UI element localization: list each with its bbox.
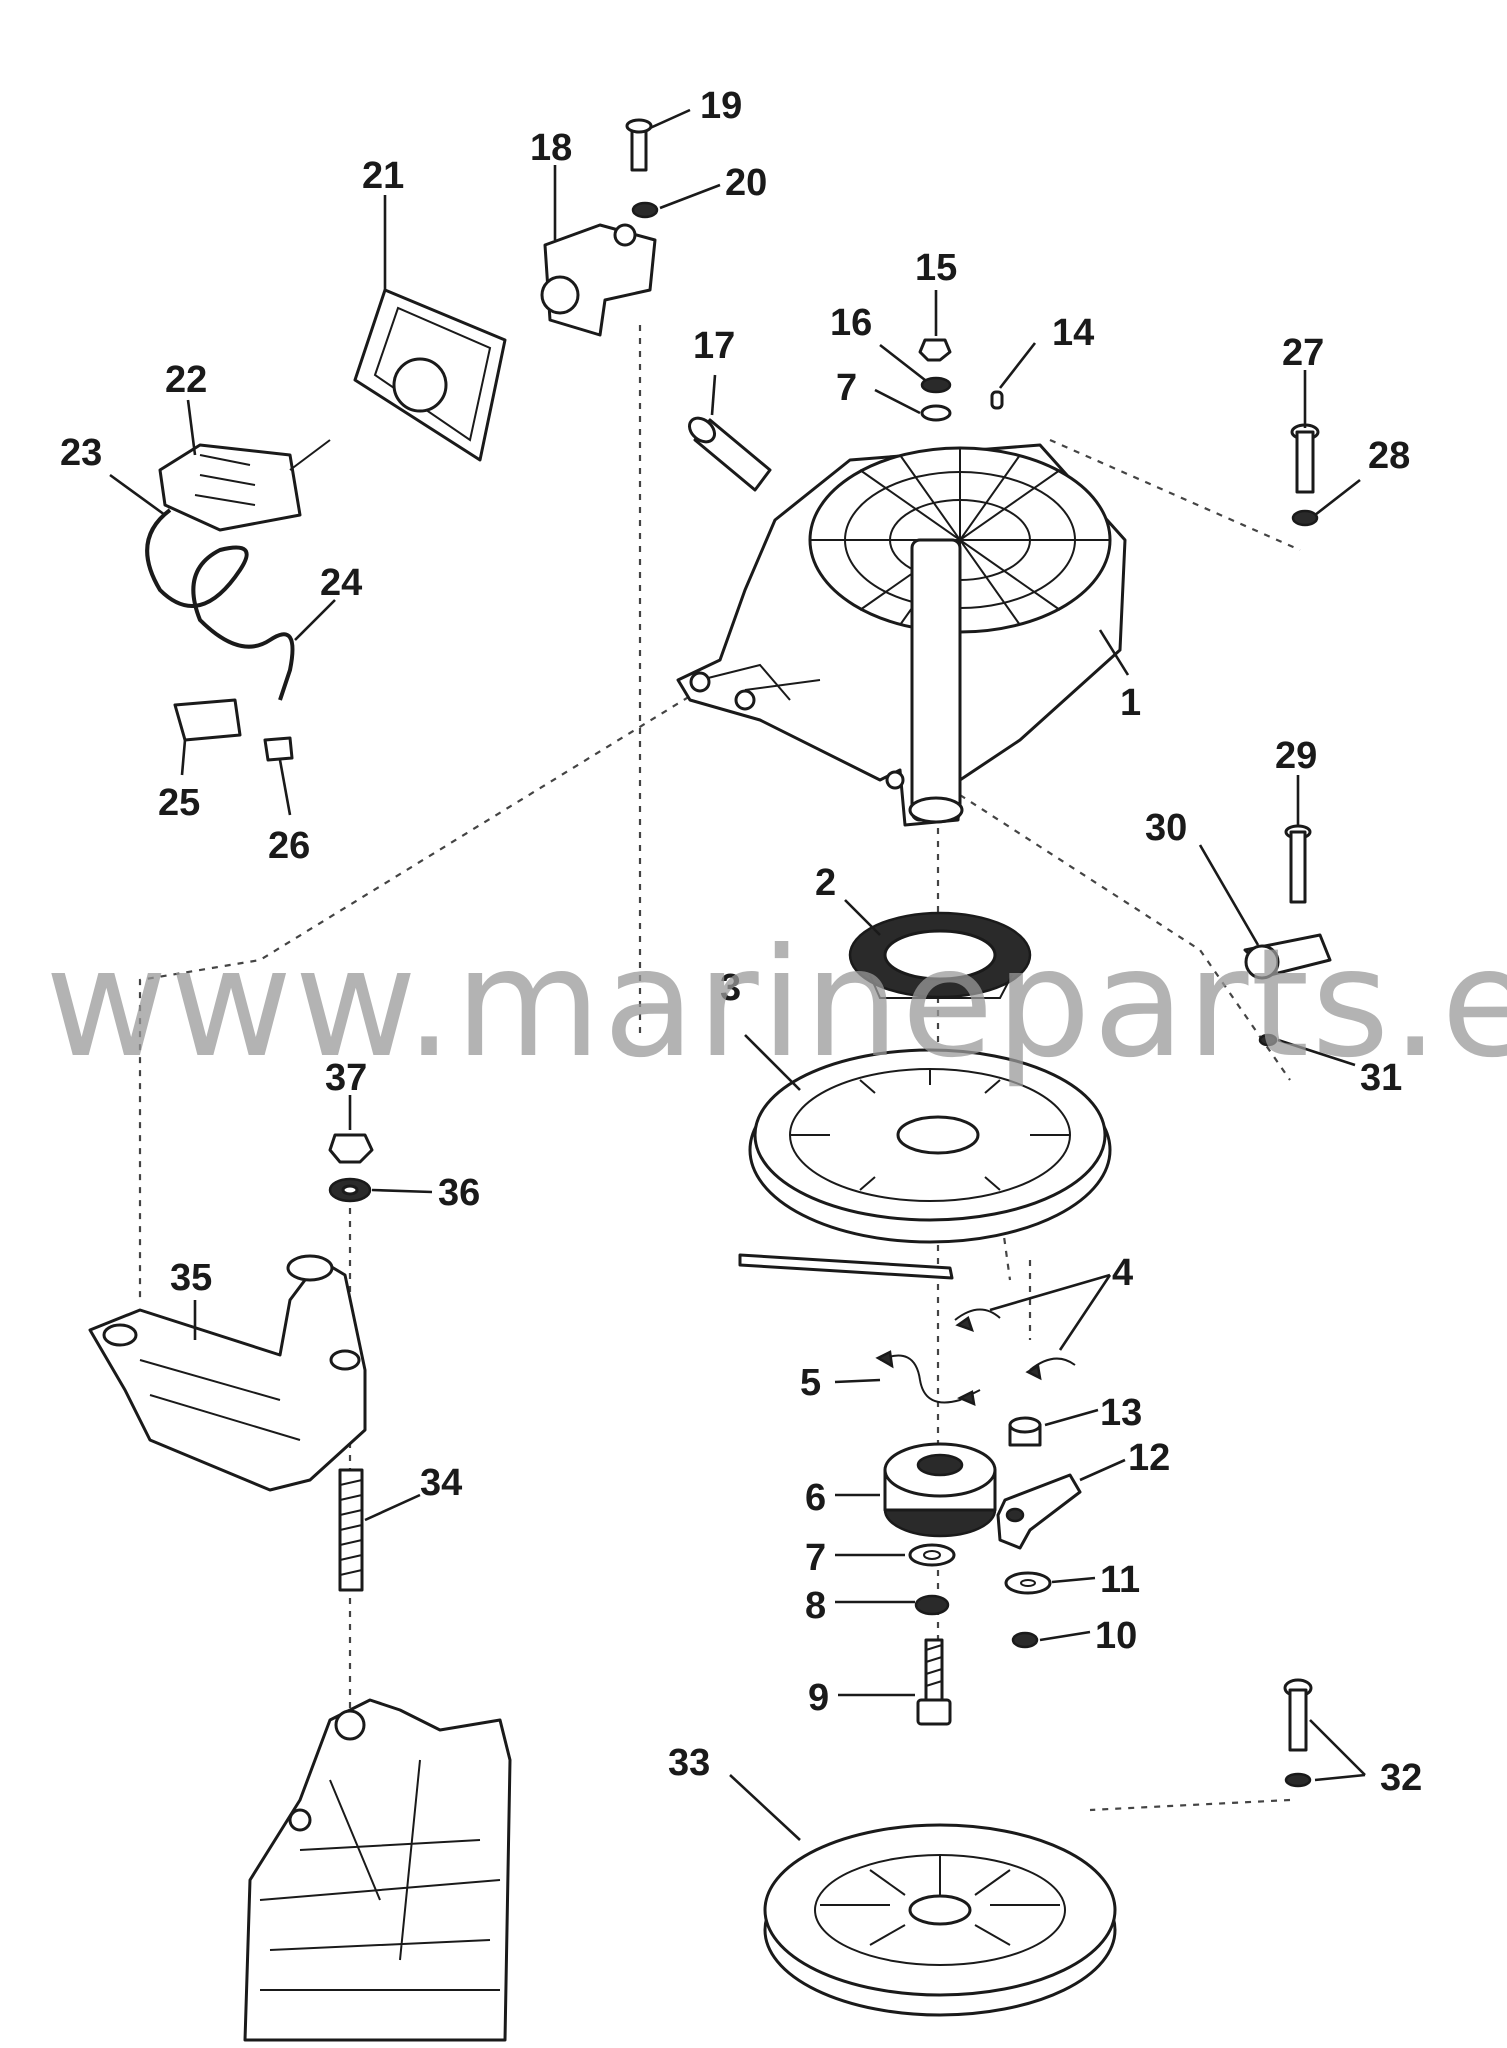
callout-20: 20 bbox=[725, 162, 767, 204]
washer-28 bbox=[1291, 509, 1319, 527]
callout-15: 15 bbox=[915, 247, 957, 289]
roller-cylinder bbox=[687, 416, 772, 492]
callout-17: 17 bbox=[693, 325, 735, 367]
callout-29: 29 bbox=[1275, 735, 1317, 777]
callout-9: 9 bbox=[808, 1677, 829, 1719]
callout-4: 4 bbox=[1112, 1252, 1133, 1294]
callout-34: 34 bbox=[420, 1462, 462, 1504]
bolt-27 bbox=[1290, 423, 1320, 494]
callout-33: 33 bbox=[668, 1742, 710, 1784]
callout-21: 21 bbox=[362, 155, 404, 197]
callout-7-lower: 7 bbox=[805, 1537, 826, 1579]
callout-7-upper: 7 bbox=[836, 367, 857, 409]
pawl-assembly bbox=[996, 1416, 1082, 1649]
center-bolt bbox=[916, 1638, 952, 1726]
cover-plate bbox=[353, 288, 507, 462]
callout-13: 13 bbox=[1100, 1392, 1142, 1434]
nut-37 bbox=[328, 1133, 374, 1164]
lanyard-clip bbox=[173, 698, 294, 762]
callout-5: 5 bbox=[800, 1362, 821, 1404]
flywheel-cover bbox=[763, 1823, 1117, 2017]
cable-clamp bbox=[1243, 933, 1332, 980]
callout-22: 22 bbox=[165, 359, 207, 401]
nut-20 bbox=[631, 201, 659, 219]
callout-19: 19 bbox=[700, 85, 742, 127]
callout-14: 14 bbox=[1052, 312, 1094, 354]
mounting-bracket bbox=[540, 223, 657, 337]
callout-32: 32 bbox=[1380, 1757, 1422, 1799]
callout-1: 1 bbox=[1120, 682, 1141, 724]
switch-cable bbox=[145, 508, 295, 701]
callout-18: 18 bbox=[530, 127, 572, 169]
callout-35: 35 bbox=[170, 1257, 212, 1299]
callout-30: 30 bbox=[1145, 807, 1187, 849]
nut-31 bbox=[1258, 1033, 1278, 1047]
callout-2: 2 bbox=[815, 862, 836, 904]
callout-36: 36 bbox=[438, 1172, 480, 1214]
callout-28: 28 bbox=[1368, 435, 1410, 477]
callout-8: 8 bbox=[805, 1585, 826, 1627]
support-bracket-35 bbox=[88, 1254, 367, 1492]
bolt-32 bbox=[1283, 1678, 1313, 1788]
callout-6: 6 bbox=[805, 1477, 826, 1519]
callout-12: 12 bbox=[1128, 1437, 1170, 1479]
callout-27: 27 bbox=[1282, 332, 1324, 374]
callout-11: 11 bbox=[1100, 1559, 1140, 1601]
drive-hub bbox=[883, 1442, 997, 1538]
callout-labels: 1 2 3 4 5 6 7 8 9 10 11 12 13 14 15 16 7… bbox=[60, 85, 1422, 1799]
callout-31: 31 bbox=[1360, 1057, 1402, 1099]
washer-36 bbox=[328, 1177, 372, 1203]
screw-19 bbox=[625, 118, 653, 172]
oil-seal bbox=[848, 911, 1032, 999]
callout-16: 16 bbox=[830, 302, 872, 344]
callout-24: 24 bbox=[320, 562, 362, 604]
engine-block-fragment bbox=[243, 1698, 512, 2042]
top-hardware bbox=[918, 338, 1004, 422]
callout-37: 37 bbox=[325, 1057, 367, 1099]
callout-3: 3 bbox=[720, 967, 741, 1009]
rope-pulley bbox=[738, 1048, 1112, 1280]
bolt-29 bbox=[1284, 824, 1312, 904]
watermark-text: www.marineparts.eu bbox=[45, 917, 1507, 1091]
spring-pawls bbox=[875, 1308, 1076, 1407]
nut-lower bbox=[914, 1594, 950, 1616]
callout-10: 10 bbox=[1095, 1615, 1137, 1657]
callout-23: 23 bbox=[60, 432, 102, 474]
washer-lower bbox=[908, 1543, 956, 1567]
stud-34 bbox=[338, 1468, 364, 1592]
callout-25: 25 bbox=[158, 782, 200, 824]
stop-switch bbox=[158, 439, 331, 532]
assembly-guide-lines bbox=[138, 325, 1301, 1960]
callout-26: 26 bbox=[268, 825, 310, 867]
leader-lines bbox=[109, 108, 1366, 1841]
starter-housing bbox=[676, 443, 1127, 827]
